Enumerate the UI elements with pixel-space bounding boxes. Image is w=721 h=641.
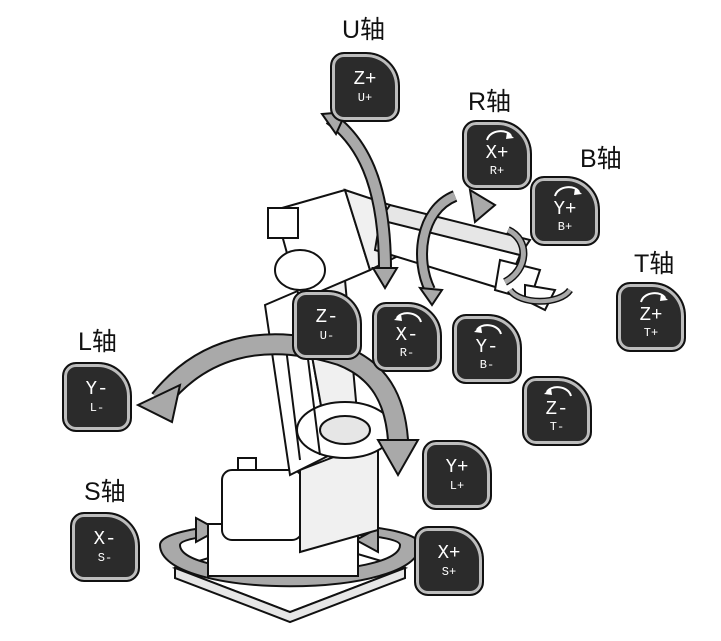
rotate-cw-icon xyxy=(554,186,582,197)
key-main-label: Z+ xyxy=(639,304,663,326)
key-z-plus-u-plus[interactable]: Z+ U+ xyxy=(330,52,400,122)
key-y-plus-b-plus[interactable]: Y+ B+ xyxy=(530,176,600,246)
key-main-label: X+ xyxy=(485,142,509,164)
key-z-plus-t-plus[interactable]: Z+ T+ xyxy=(616,282,686,352)
rotate-cw-icon xyxy=(486,130,514,141)
key-main-label: Y+ xyxy=(445,456,469,478)
r-axis-label: R轴 xyxy=(468,88,512,116)
robot-base xyxy=(207,438,379,577)
robot-upper-arm xyxy=(267,188,402,302)
t-axis-label: T轴 xyxy=(634,250,675,278)
key-sub-label: T+ xyxy=(643,326,659,340)
key-z-minus-t-minus[interactable]: Z- T- xyxy=(522,376,592,446)
s-axis-label: S轴 xyxy=(84,478,126,506)
key-sub-label: T- xyxy=(549,420,565,434)
key-z-minus-u-minus[interactable]: Z- U- xyxy=(292,290,362,360)
key-main-label: Y+ xyxy=(553,198,577,220)
r-axis-rotation-arrow xyxy=(416,188,497,307)
key-sub-label: L- xyxy=(89,401,105,415)
key-sub-label: U+ xyxy=(357,91,373,105)
key-x-minus-r-minus[interactable]: X- R- xyxy=(372,302,442,372)
rotate-cw-icon xyxy=(640,292,668,303)
key-y-minus-b-minus[interactable]: Y- B- xyxy=(452,314,522,384)
key-sub-label: B+ xyxy=(557,220,573,234)
robot-forearm xyxy=(373,203,557,312)
key-sub-label: S- xyxy=(97,551,113,565)
key-y-minus-l-minus[interactable]: Y- L- xyxy=(62,362,132,432)
b-axis-rotation-arrow xyxy=(502,226,528,286)
key-sub-label: B- xyxy=(479,358,495,372)
key-main-label: X- xyxy=(395,324,419,346)
key-sub-label: R+ xyxy=(489,164,505,178)
key-x-plus-s-plus[interactable]: X+ S+ xyxy=(414,526,484,596)
key-sub-label: S+ xyxy=(441,565,457,579)
key-x-minus-s-minus[interactable]: X- S- xyxy=(70,512,140,582)
key-sub-label: L+ xyxy=(449,479,465,493)
key-main-label: X+ xyxy=(437,542,461,564)
rotate-ccw-icon xyxy=(474,324,502,335)
u-axis-label: U轴 xyxy=(342,16,386,44)
rotate-ccw-icon xyxy=(394,312,422,323)
t-axis-rotation-arrow xyxy=(507,287,573,305)
key-y-plus-l-plus[interactable]: Y+ L+ xyxy=(422,440,492,510)
key-main-label: Z+ xyxy=(353,68,377,90)
l-axis-label: L轴 xyxy=(78,328,117,356)
b-axis-label: B轴 xyxy=(580,145,622,173)
rotate-ccw-icon xyxy=(544,386,572,397)
key-sub-label: U- xyxy=(319,329,335,343)
key-main-label: Y- xyxy=(85,378,109,400)
key-x-plus-r-plus[interactable]: X+ R+ xyxy=(462,120,532,190)
key-main-label: Z- xyxy=(545,398,569,420)
key-sub-label: R- xyxy=(399,346,415,360)
key-main-label: Z- xyxy=(315,306,339,328)
key-main-label: X- xyxy=(93,528,117,550)
key-main-label: Y- xyxy=(475,336,499,358)
